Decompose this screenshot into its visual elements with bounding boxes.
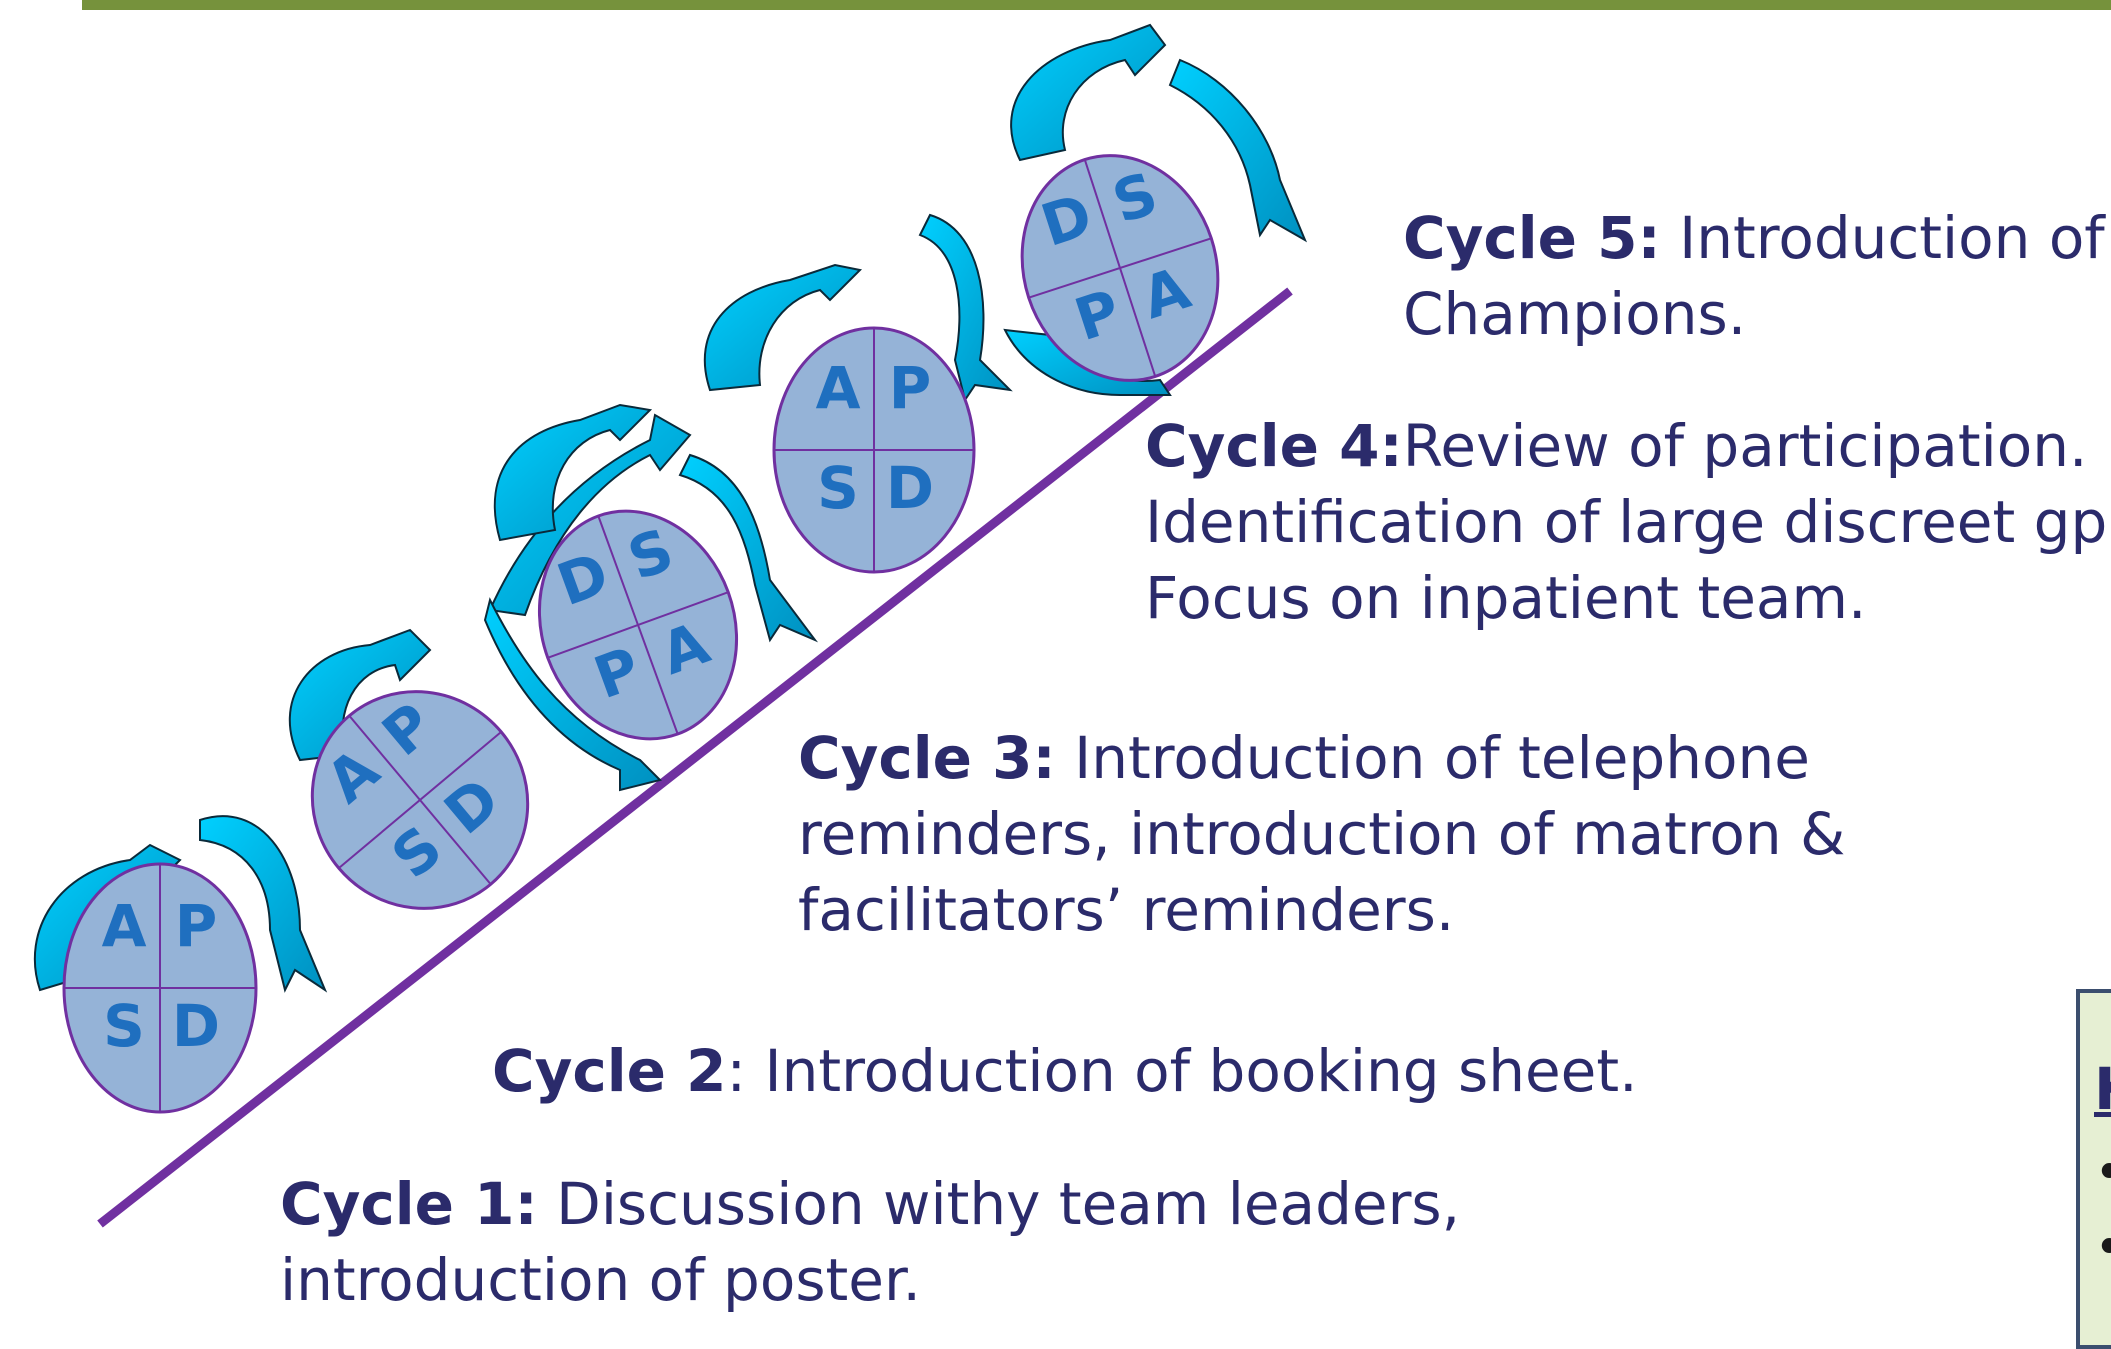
cycle-2-line1: : Introduction of booking sheet.: [726, 1037, 1638, 1105]
cycle-1-label: Cycle 1:: [280, 1170, 538, 1238]
curved-arrow-icon: [288, 628, 432, 762]
top-accent-bar: [82, 0, 2111, 10]
curved-arrow-icon: [199, 815, 328, 993]
cycle-4-text: Cycle 4:Review of participation. Identif…: [1145, 408, 2111, 636]
cycle-4-line3: Focus on inpatient team.: [1145, 564, 1867, 632]
cycle-2-label: Cycle 2: [492, 1037, 727, 1105]
ramp-line: [97, 287, 1293, 1228]
cycle-3-line2: reminders, introduction of matron &: [798, 800, 1846, 868]
cycle-5-label: Cycle 5:: [1403, 204, 1661, 272]
cycle-5-text: Cycle 5: Introduction of Champions.: [1403, 200, 2105, 352]
cycle-3-label: Cycle 3:: [798, 724, 1056, 792]
cycle-arrows: [33, 23, 1308, 993]
pdsa-letter: P: [175, 892, 218, 960]
cycle-4-label: Cycle 4:: [1145, 412, 1403, 480]
cycle-3-line3: facilitators’ reminders.: [798, 876, 1455, 944]
pdsa-divider: [348, 715, 492, 885]
curved-arrow-icon: [918, 213, 1013, 403]
cycle-4-line1: Review of participation.: [1402, 412, 2088, 480]
pdsa-letter: A: [816, 354, 861, 422]
cycle-3-line1: Introduction of telephone: [1055, 724, 1810, 792]
cycle-2-text: Cycle 2: Introduction of booking sheet.: [492, 1033, 1638, 1109]
curved-arrow-icon: [483, 597, 662, 792]
key-box-heading: K: [2094, 1055, 2111, 1123]
pdsa-letter: A: [102, 892, 147, 960]
curved-arrow-icon: [1010, 23, 1167, 162]
pdsa-letter: S: [817, 454, 859, 522]
cycle-4-line2: Identification of large discreet gp.: [1145, 488, 2111, 556]
curved-arrow-icon: [1168, 58, 1308, 243]
curved-arrow-icon: [678, 453, 819, 643]
pdsa-divider: [1083, 159, 1157, 377]
pdsa-letter: D: [172, 992, 220, 1060]
key-box-bullet: •: [2094, 1218, 2111, 1278]
pdsa-letter: D: [886, 454, 934, 522]
cycle-1-text: Cycle 1: Discussion withy team leaders, …: [280, 1166, 1460, 1318]
curved-arrow-icon: [493, 403, 653, 542]
cycle-3-text: Cycle 3: Introduction of telephone remin…: [798, 720, 1845, 948]
cycle-5-line2: Champions.: [1403, 280, 1747, 348]
pdsa-letter: P: [889, 354, 932, 422]
pdsa-divider: [597, 515, 679, 735]
cycle-1-line1: Discussion withy team leaders,: [537, 1170, 1461, 1238]
key-box: K • •: [2076, 989, 2111, 1349]
cycle-5-line1: Introduction of: [1660, 204, 2105, 272]
curved-arrow-icon: [703, 263, 863, 392]
pdsa-letter: S: [103, 992, 145, 1060]
key-box-bullet: •: [2094, 1143, 2111, 1203]
cycle-1-line2: introduction of poster.: [280, 1246, 921, 1314]
